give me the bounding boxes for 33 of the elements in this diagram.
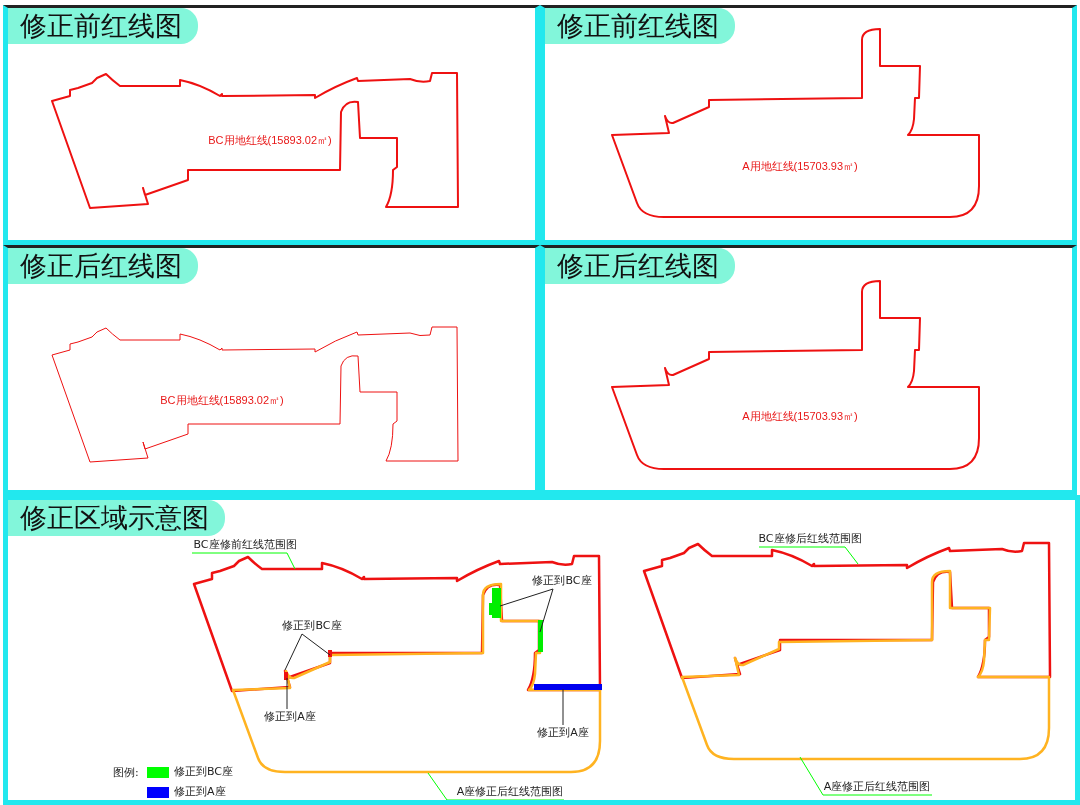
area-label: A用地红线(15703.93㎡) (742, 158, 858, 174)
leader-line (286, 677, 288, 710)
legend-label: 修正到BC座 (174, 764, 234, 780)
leader-line (758, 546, 859, 565)
panel-heading: 修正前红线图 (545, 8, 735, 44)
area-label: A用地红线(15703.93㎡) (742, 408, 858, 424)
legend-title: 图例: (113, 765, 139, 781)
panel (540, 5, 1077, 245)
leader-line (284, 633, 303, 671)
callout-text: BC座修后红线范围图 (758, 531, 862, 547)
panel (3, 495, 1080, 805)
area-label: BC用地红线(15893.02㎡) (208, 132, 332, 148)
legend-label: 修正到A座 (174, 784, 226, 800)
leader-line (562, 688, 564, 726)
leader-line (799, 756, 933, 796)
leader-line (427, 772, 565, 800)
area-label: BC用地红线(15893.02㎡) (160, 392, 284, 408)
callout-text: 修正到BC座 (532, 573, 592, 589)
callout-text: 修正到A座 (264, 709, 316, 725)
leader-line (191, 552, 296, 570)
callout-text: 修正到A座 (537, 725, 589, 741)
callout-text: A座修正后红线范围图 (456, 784, 564, 800)
panel (3, 5, 540, 245)
panel-heading: 修正后红线图 (8, 248, 198, 284)
callout-text: BC座修前红线范围图 (193, 537, 297, 553)
callout-text: A座修正后红线范围图 (823, 779, 931, 795)
leader-line (539, 588, 554, 633)
callout-text: 修正到BC座 (282, 618, 342, 634)
panel-heading: 修正前红线图 (8, 8, 198, 44)
leader-line (301, 633, 331, 656)
leader-line (499, 588, 554, 607)
panel-heading: 修正后红线图 (545, 248, 735, 284)
panel-heading: 修正区域示意图 (8, 500, 225, 536)
